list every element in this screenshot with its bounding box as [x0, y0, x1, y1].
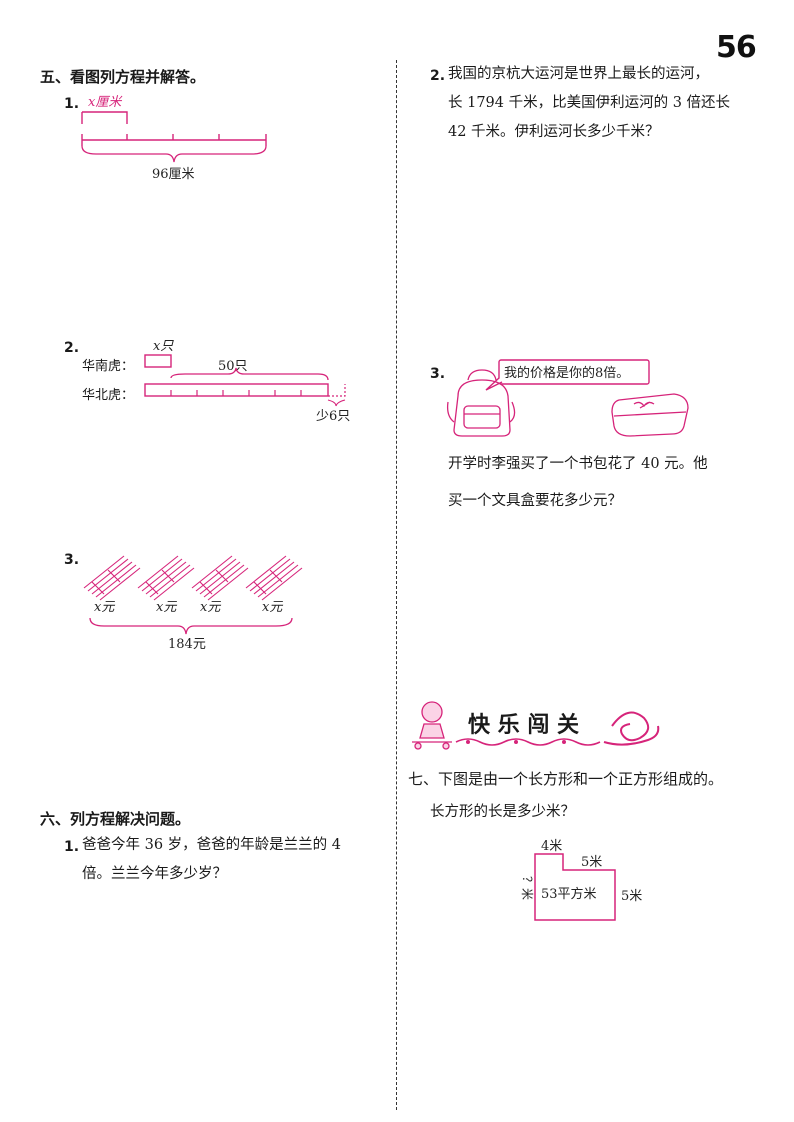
r-q3-number: 3.	[430, 366, 446, 382]
r-q3-line2: 买一个文具盒要花多少元？	[448, 493, 622, 509]
s5-q2-segment-diagram: x只 50只 少6只	[144, 339, 350, 424]
pencil-bundle-icon	[137, 555, 195, 601]
s5-q2-row1-label: 华南虎：	[82, 359, 135, 374]
pencil-bundle-icon	[83, 555, 141, 601]
r-q2-line1: 我国的京杭大运河是世界上最长的运河，	[448, 66, 709, 82]
s6-q1-line2: 倍。兰兰今年多少岁？	[82, 866, 227, 882]
pencil-bundle-icon	[191, 555, 249, 601]
s7-area-label: 53平方米	[541, 886, 597, 902]
s5-q1-part-label: x厘米	[88, 95, 123, 110]
s7-inner-label: 5米	[581, 855, 602, 870]
s7-right-label: 5米	[621, 889, 642, 904]
cartoon-kid-icon	[412, 701, 452, 750]
swirl-ornament-icon	[603, 711, 660, 746]
banner-title: 快 乐 闯 关	[468, 712, 579, 738]
s5-q3-pencil-bundles: x元 x元 x元 x元 184元	[83, 555, 303, 652]
s6-q1-line1: 爸爸今年 36 岁，爸爸的年龄是兰兰的 4	[82, 837, 342, 853]
s5-q1-total-label: 96厘米	[152, 167, 195, 182]
s5-q3-number: 3.	[64, 552, 80, 568]
pencil-bundle-icon	[245, 555, 303, 601]
happy-challenge-banner: 快 乐 闯 关	[412, 701, 660, 750]
section6-heading: 六、列方程解决问题。	[40, 810, 191, 828]
s7-left-label: ？米	[520, 876, 534, 900]
r-q3-illustration: 我的价格是你的8倍。	[446, 359, 689, 437]
s5-q3-item-label: x元	[200, 600, 221, 615]
s5-q2-diff-label: 50只	[218, 359, 248, 374]
speech-bubble-text: 我的价格是你的8倍。	[504, 365, 629, 381]
s5-q3-item-label: x元	[156, 600, 177, 615]
page-number: 56	[716, 30, 757, 65]
s5-q3-total-label: 184元	[168, 637, 206, 652]
s5-q3-item-label: x元	[94, 600, 115, 615]
s7-top-label: 4米	[541, 839, 562, 854]
r-q2-number: 2.	[430, 68, 446, 84]
section7-line2: 长方形的长是多少米？	[430, 804, 575, 820]
s5-q2-part-label: x只	[153, 339, 174, 354]
r-q2-line2: 长 1794 千米，比美国伊利运河的 3 倍还长	[448, 95, 731, 111]
backpack-icon	[446, 369, 516, 437]
section7-line1: 七、下图是由一个长方形和一个正方形组成的。	[408, 770, 724, 788]
s6-q1-number: 1.	[64, 839, 80, 855]
s5-q2-number: 2.	[64, 340, 80, 356]
s5-q2-row2-label: 华北虎：	[82, 388, 135, 403]
s5-q2-less-label: 少6只	[316, 409, 350, 424]
s5-q3-item-label: x元	[262, 600, 283, 615]
r-q2-line3: 42 千米。伊利运河长多少千米？	[448, 124, 660, 140]
pencil-case-icon	[611, 393, 689, 437]
column-divider	[396, 60, 397, 1110]
s5-q1-number: 1.	[64, 96, 80, 112]
s7-composite-shape-diagram: 4米 5米 53平方米 5米 ？米	[520, 839, 642, 921]
s5-q1-segment-diagram: x厘米 96厘米	[81, 95, 267, 182]
r-q3-line1: 开学时李强买了一个书包花了 40 元。他	[448, 456, 708, 472]
section5-heading: 五、看图列方程并解答。	[40, 68, 206, 86]
